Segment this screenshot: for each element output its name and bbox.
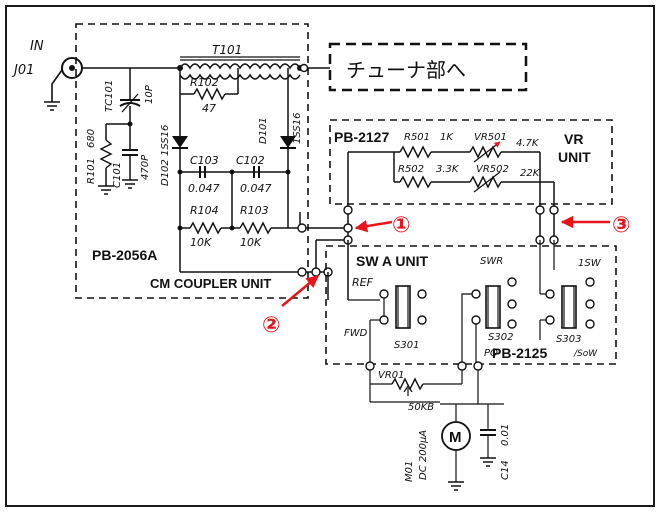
- marker-3: ③: [560, 213, 631, 238]
- d102-ref: D102 1SS16: [160, 125, 171, 186]
- r103-ref: R103: [240, 204, 269, 217]
- r104-ref: R104: [190, 204, 219, 217]
- capacitor-row: C103 C102 0.047 0.047: [177, 154, 291, 195]
- sw-s302: S302: [488, 332, 513, 343]
- cm-unit-label: CM COUPLER UNIT: [150, 276, 271, 291]
- diode-d102: D102 1SS16: [160, 94, 188, 186]
- transformer-t101: T101: [177, 43, 330, 80]
- r103-value: 10K: [240, 236, 262, 249]
- c102-ref: C102: [236, 154, 265, 167]
- marker-1-label: ①: [392, 213, 411, 238]
- r104-value: 10K: [190, 236, 212, 249]
- marker-3-label: ③: [612, 213, 631, 238]
- marker-1: ①: [354, 213, 411, 238]
- tc101-value: 10P: [144, 84, 155, 104]
- vr-unit-network: R501 1K VR501 4.7K R502 3.3K VR502 22K: [343, 132, 559, 245]
- c14-value: 0.01: [500, 424, 511, 446]
- sw-fwd-label: FWD: [344, 328, 368, 339]
- t101-ref: T101: [212, 43, 242, 57]
- vr502-ref: VR502: [476, 164, 509, 175]
- tc101-ref: TC101: [104, 80, 115, 112]
- sw-s303: S303: [556, 334, 581, 345]
- c14-ref: C14: [500, 460, 511, 480]
- r502-value: 3.3K: [436, 164, 460, 175]
- vr501-ref: VR501: [474, 132, 507, 143]
- vr01-value: 50KB: [408, 402, 434, 413]
- sw-ref-label: REF: [352, 276, 374, 289]
- vr01-and-meter: VR01 50KB M M01 DC 200μA C14 0.01: [365, 340, 511, 491]
- vr01-ref: VR01: [378, 370, 405, 381]
- sw-po-label: PO: [484, 348, 498, 359]
- vr-unit-label-2: UNIT: [558, 149, 591, 165]
- sw-unit-box: [325, 245, 617, 365]
- r101-ref: R101: [86, 158, 97, 184]
- c103-value: 0.047: [188, 182, 220, 195]
- r501-ref: R501: [404, 132, 430, 143]
- r102-resistor: R102 47: [179, 68, 239, 115]
- d101-value: 1SS16: [292, 113, 303, 144]
- cm-board-label: PB-2056A: [92, 247, 157, 263]
- input-jack: IN J01: [11, 39, 180, 111]
- resistor-row: R104 R103 10K 10K: [177, 172, 300, 273]
- vr-board-label: PB-2127: [334, 129, 389, 145]
- c102-value: 0.047: [240, 182, 272, 195]
- r502-ref: R502: [398, 164, 424, 175]
- diode-d101: D101 1SS16: [258, 68, 303, 172]
- r102-value: 47: [202, 102, 216, 115]
- tuner-label: チューナ部へ: [346, 58, 466, 82]
- c101-ref: C101: [112, 162, 123, 188]
- sw-unit-switches: [327, 240, 595, 364]
- c103-ref: C103: [190, 154, 219, 167]
- sw-swr-label: SWR: [480, 256, 503, 267]
- sw-isw-label: 1SW: [578, 258, 602, 269]
- vr502-value: 22K: [520, 168, 541, 179]
- r101-value: 680: [86, 129, 97, 148]
- terminals-left: [297, 212, 350, 277]
- jack-ref: J01: [11, 63, 34, 78]
- d101-ref: D101: [258, 117, 269, 144]
- sw-unit-label: SW A UNIT: [356, 253, 429, 269]
- vr501-value: 4.7K: [516, 138, 540, 149]
- sw-board-label: PB-2125: [492, 345, 547, 361]
- sw-s301: S301: [394, 340, 419, 351]
- cm-left-branch: TC101 10P R101 680 C101 470P: [86, 68, 155, 195]
- tuner-box: チューナ部へ: [328, 42, 528, 92]
- meter-ref: M01: [404, 461, 415, 482]
- meter-symbol: M: [449, 429, 462, 446]
- sw-board-suffix: /SoW: [573, 349, 598, 359]
- outer-frame: [5, 5, 655, 507]
- marker-2: ②: [262, 275, 319, 338]
- meter-rating: DC 200μA: [418, 430, 429, 480]
- jack-in-label: IN: [30, 39, 44, 54]
- marker-2-label: ②: [262, 313, 281, 338]
- vr-unit-label-1: VR: [564, 131, 583, 147]
- r501-value: 1K: [440, 132, 454, 143]
- r102-ref: R102: [190, 76, 219, 89]
- vr-unit-box: [329, 119, 613, 205]
- c101-value: 470P: [140, 154, 151, 180]
